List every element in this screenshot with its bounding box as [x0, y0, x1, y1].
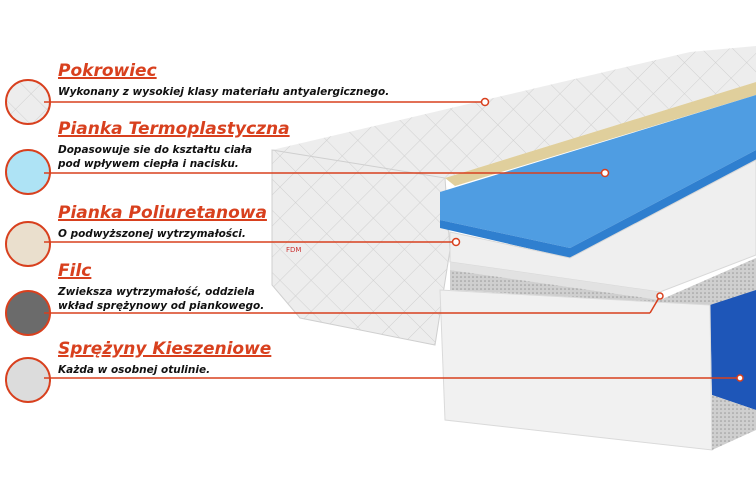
description-line: pod wpływem ciepła i nacisku. — [58, 158, 239, 170]
layer-pianka-termoplastyczna: Pianka Termoplastyczna Dopasowuje sie do… — [58, 119, 290, 171]
pocket-springs-swatch-icon — [5, 357, 51, 403]
layer-title: Pianka Poliuretanowa — [58, 203, 267, 223]
quilted-cover-swatch-icon — [5, 79, 51, 125]
layer-description: Zwieksza wytrzymałość, oddziela wkład spr… — [58, 285, 264, 313]
layer-description: Dopasowuje sie do kształtu ciała pod wpły… — [58, 143, 290, 171]
layer-description: Wykonany z wysokiej klasy materiału anty… — [58, 86, 390, 98]
felt-layer — [450, 258, 756, 305]
blue-foam-swatch-icon — [5, 149, 51, 195]
description-line: Dopasowuje sie do kształtu ciała — [58, 144, 253, 156]
layer-pianka-poliuretanowa: Pianka Poliuretanowa O podwyższonej wytr… — [58, 203, 267, 241]
layer-description: Każda w osobnej otulinie. — [58, 364, 211, 376]
springs-layer — [710, 290, 756, 410]
felt-swatch-icon — [5, 290, 51, 336]
layer-description: O podwyższonej wytrzymałości. — [58, 228, 246, 240]
description-line: wkład sprężynowy od piankowego. — [58, 300, 265, 312]
description-line: Zwieksza wytrzymałość, oddziela — [58, 286, 255, 298]
layer-filc: Filc Zwieksza wytrzymałość, oddziela wkła… — [58, 261, 264, 313]
layer-title: Sprężyny Kieszeniowe — [58, 339, 272, 359]
layer-pokrowiec: Pokrowiec Wykonany z wysokiej klasy mate… — [58, 61, 389, 99]
layer-sprezyny-kieszeniowe: Sprężyny Kieszeniowe Każda w osobnej otu… — [58, 339, 271, 377]
blue-foam-layer — [440, 95, 756, 248]
brand-label: FDM — [286, 246, 302, 254]
layer-title: Filc — [58, 261, 92, 281]
swatches — [5, 79, 51, 403]
bottom-foam — [439, 289, 713, 451]
layer-title: Pianka Termoplastyczna — [58, 119, 290, 139]
beige-foam-swatch-icon — [5, 221, 51, 267]
cover-top — [272, 46, 756, 178]
layer-title: Pokrowiec — [58, 61, 157, 81]
